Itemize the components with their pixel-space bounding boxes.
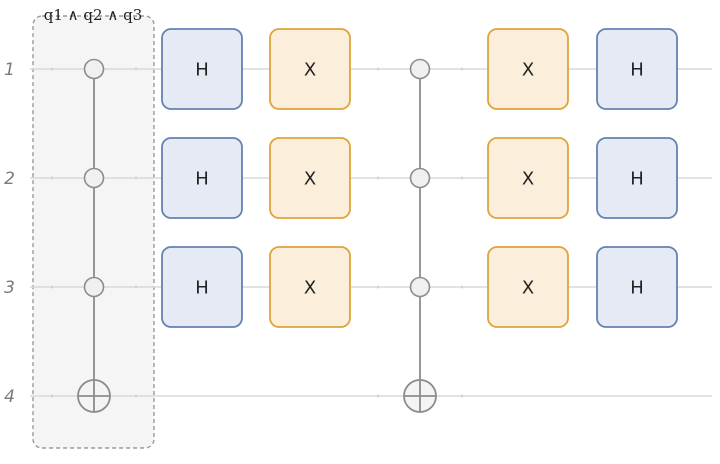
gate-x-q1: X — [269, 28, 351, 110]
gate-label: X — [522, 278, 534, 299]
gate-box — [487, 137, 569, 219]
gate-x-q2: X — [487, 137, 569, 219]
cnot-target-icon — [77, 379, 111, 413]
gate-label: X — [304, 60, 316, 81]
control-dot-q1 — [409, 58, 431, 80]
gate-x-q2: X — [269, 137, 351, 219]
control-dot-q3 — [409, 276, 431, 298]
gate-box — [161, 246, 243, 328]
gate-label: H — [195, 278, 209, 299]
control-dot-q2 — [409, 167, 431, 189]
oracle-label: q1 ∧ q2 ∧ q3 — [44, 6, 142, 24]
gate-label: H — [630, 169, 644, 190]
control-dot-q3 — [83, 276, 105, 298]
gate-label: X — [522, 169, 534, 190]
gate-h-q1: H — [161, 28, 243, 110]
gate-label: X — [304, 169, 316, 190]
qubit-label-2: 2 — [4, 169, 15, 189]
control-dot-q1 — [83, 58, 105, 80]
gate-x-q3: X — [487, 246, 569, 328]
qubit-label-3: 3 — [4, 278, 15, 298]
gate-label: H — [195, 60, 209, 81]
gate-label: H — [630, 60, 644, 81]
gate-box — [487, 28, 569, 110]
gate-x-q1: X — [487, 28, 569, 110]
gate-box — [596, 137, 678, 219]
gate-box — [269, 28, 351, 110]
gate-box — [161, 28, 243, 110]
gate-box — [269, 246, 351, 328]
gate-box — [596, 246, 678, 328]
gate-box — [269, 137, 351, 219]
gate-h-q3: H — [596, 246, 678, 328]
qubit-label-1: 1 — [4, 60, 15, 80]
gate-label: H — [630, 278, 644, 299]
gate-box — [596, 28, 678, 110]
gate-label: X — [304, 278, 316, 299]
gate-h-q2: H — [161, 137, 243, 219]
gate-label: H — [195, 169, 209, 190]
gate-h-q2: H — [596, 137, 678, 219]
gate-box — [161, 137, 243, 219]
qubit-label-4: 4 — [4, 387, 15, 407]
gate-h-q1: H — [596, 28, 678, 110]
gate-x-q3: X — [269, 246, 351, 328]
cnot-target-icon — [403, 379, 437, 413]
gate-h-q3: H — [161, 246, 243, 328]
control-dot-q2 — [83, 167, 105, 189]
gate-label: X — [522, 60, 534, 81]
gate-box — [487, 246, 569, 328]
